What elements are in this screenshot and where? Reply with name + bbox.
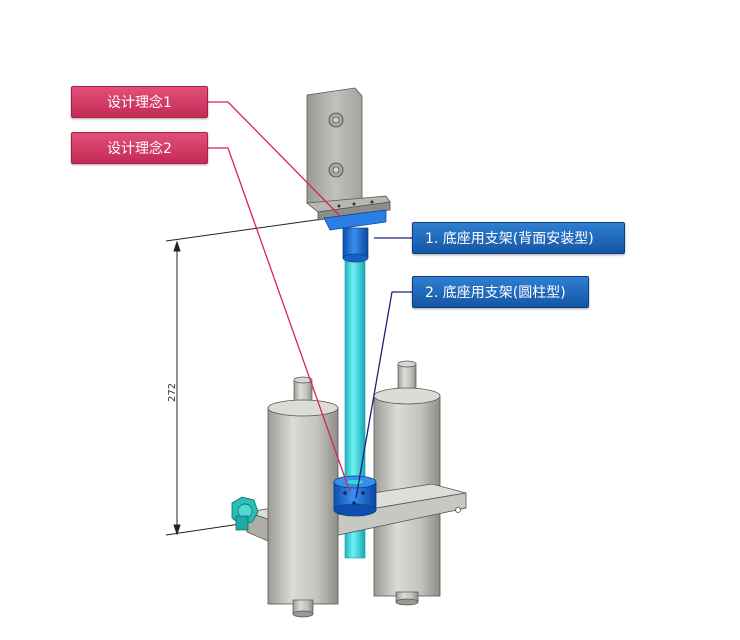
- cylinder-bracket-button[interactable]: 2. 底座用支架(圆柱型): [412, 276, 589, 308]
- design-concept-1-button[interactable]: 设计理念1: [71, 86, 208, 118]
- dimension-272: [165, 217, 331, 536]
- back-mount-bracket-button[interactable]: 1. 底座用支架(背面安装型): [412, 222, 625, 254]
- dimension-label: 272: [167, 382, 179, 403]
- left-filter: [267, 376, 339, 618]
- teal-fitting: [231, 496, 259, 531]
- blue-cylinder-clamp: [333, 475, 377, 517]
- right-filter: [373, 360, 441, 606]
- design-concept-2-button[interactable]: 设计理念2: [71, 132, 208, 164]
- leader-lines: [208, 101, 412, 499]
- blue-top-mount: [323, 209, 387, 263]
- wall-bracket: [305, 87, 391, 221]
